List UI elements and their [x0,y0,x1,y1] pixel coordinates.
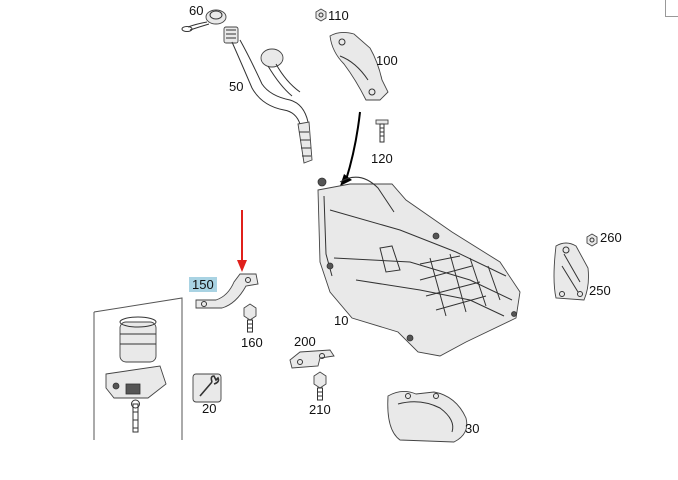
part-110-nut [315,8,327,22]
part-250-bracket [553,242,589,301]
part-pump-module [105,316,167,433]
part-260-nut [586,233,598,247]
callout-100[interactable]: 100 [376,53,398,68]
part-10-fuel-tank [317,176,521,357]
callout-120[interactable]: 120 [371,151,393,166]
callout-110[interactable]: 110 [328,8,349,23]
callout-30[interactable]: 30 [465,421,480,436]
part-60-filler-cap [181,9,227,32]
part-20-wrench-icon [192,373,222,403]
callout-250[interactable]: 250 [589,283,611,298]
callout-260[interactable]: 260 [600,230,622,245]
part-50-filler-pipe [223,26,313,164]
callout-60[interactable]: 60 [189,3,204,18]
callout-20[interactable]: 20 [202,401,217,416]
callout-160[interactable]: 160 [241,335,263,350]
part-210-bolt [313,371,327,401]
part-200-clip [289,349,335,369]
part-100-bracket [329,31,389,101]
callout-50[interactable]: 50 [229,79,244,94]
callout-10[interactable]: 10 [334,313,349,328]
callout-150-highlighted[interactable]: 150 [189,277,217,292]
callout-200[interactable]: 200 [294,334,316,349]
part-160-bolt [243,303,257,333]
part-120-bolt [375,119,389,143]
corner-mark [665,0,678,17]
callout-210[interactable]: 210 [309,402,331,417]
part-30-heat-shield [387,391,468,443]
part-150-strap [195,273,259,309]
